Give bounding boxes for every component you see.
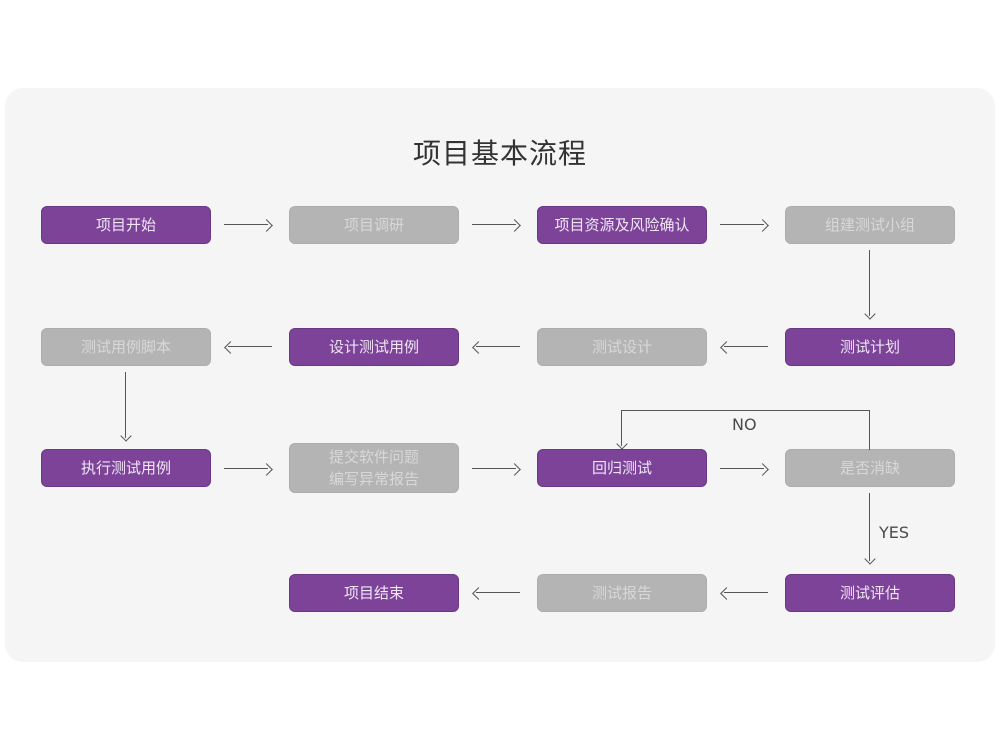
node-project-research[interactable]: 项目调研 xyxy=(289,206,459,244)
arrow-evaluation-to-report xyxy=(724,592,768,594)
edge-label-yes: YES xyxy=(879,523,910,542)
node-test-plan[interactable]: 测试计划 xyxy=(785,328,955,366)
node-defect-cleared[interactable]: 是否消缺 xyxy=(785,449,955,487)
arrow-design-cases-to-scripts xyxy=(228,346,272,348)
arrow-no-loop-down xyxy=(621,410,623,446)
node-project-end[interactable]: 项目结束 xyxy=(289,574,459,612)
arrow-no-loop-across xyxy=(621,410,870,412)
node-design-test-cases[interactable]: 设计测试用例 xyxy=(289,328,459,366)
node-submit-defect-report[interactable]: 提交软件问题 编写异常报告 xyxy=(289,443,459,493)
arrow-report-to-end xyxy=(476,592,520,594)
node-project-start[interactable]: 项目开始 xyxy=(41,206,211,244)
node-regression-test[interactable]: 回归测试 xyxy=(537,449,707,487)
node-test-evaluation[interactable]: 测试评估 xyxy=(785,574,955,612)
arrow-regression-to-defect-check xyxy=(720,468,764,470)
node-build-test-team[interactable]: 组建测试小组 xyxy=(785,206,955,244)
arrow-team-to-plan xyxy=(869,250,871,316)
arrow-research-to-resource xyxy=(472,224,516,226)
arrow-execute-to-submit xyxy=(224,468,268,470)
arrow-plan-to-test-design xyxy=(724,346,768,348)
arrow-no-loop-up xyxy=(869,410,871,450)
diagram-card xyxy=(5,88,995,662)
arrow-scripts-to-execute xyxy=(125,372,127,438)
arrow-resource-to-team xyxy=(720,224,764,226)
node-test-design[interactable]: 测试设计 xyxy=(537,328,707,366)
arrow-start-to-research xyxy=(224,224,268,226)
node-test-report[interactable]: 测试报告 xyxy=(537,574,707,612)
arrow-yes-path xyxy=(869,493,871,561)
node-execute-test-cases[interactable]: 执行测试用例 xyxy=(41,449,211,487)
page-title: 项目基本流程 xyxy=(412,137,587,170)
arrow-submit-to-regression xyxy=(472,468,516,470)
arrow-test-design-to-design-cases xyxy=(476,346,520,348)
node-test-case-scripts[interactable]: 测试用例脚本 xyxy=(41,328,211,366)
node-resource-risk-confirm[interactable]: 项目资源及风险确认 xyxy=(537,206,707,244)
edge-label-no: NO xyxy=(732,415,757,434)
